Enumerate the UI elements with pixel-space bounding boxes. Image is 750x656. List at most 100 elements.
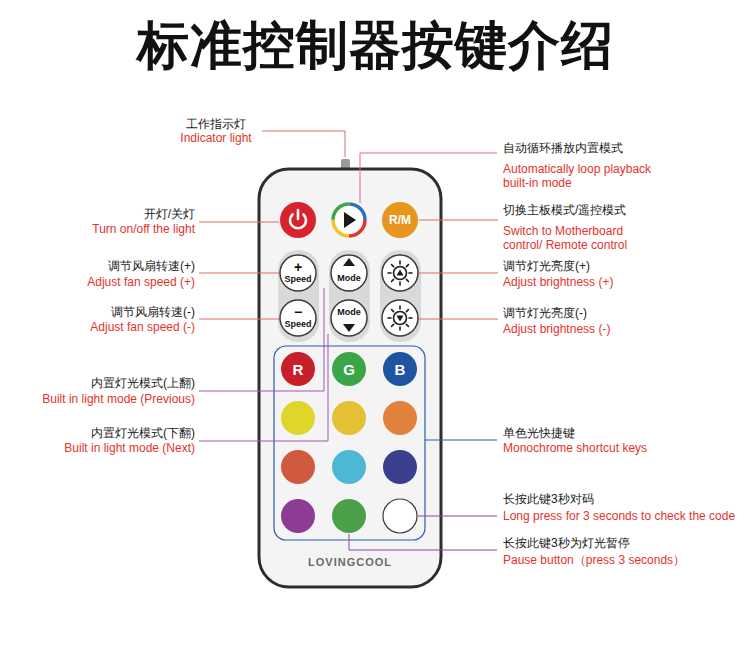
button-text: G	[343, 361, 355, 378]
leader-line	[419, 220, 498, 221]
sun-icon	[394, 312, 407, 325]
brightness-button	[382, 255, 418, 291]
callout-chinese: 内置灯光模式(下翻)	[91, 426, 195, 440]
remote-button: G	[330, 350, 368, 388]
callout-chinese: 自动循环播放内置模式	[503, 141, 623, 155]
sun-icon	[397, 270, 404, 276]
play-ring	[333, 204, 365, 236]
leader-line	[199, 288, 324, 391]
button-text: +	[294, 261, 302, 274]
mode-down-icon	[343, 324, 355, 332]
callout-chinese: 调节灯光亮度(+)	[503, 259, 590, 273]
button-text: R	[293, 361, 304, 378]
callout-chinese: 长按此键3秒为灯光暂停	[503, 536, 630, 550]
remote-body: LOVINGCOOLR/M+SpeedMode−SpeedModeRGB	[258, 168, 442, 588]
callout-english: Pause button（press 3 seconds）	[503, 553, 685, 567]
leader-line	[199, 222, 279, 223]
color-button	[332, 499, 366, 533]
color-button	[332, 450, 366, 484]
leader-line	[199, 334, 328, 441]
leader-line	[419, 319, 498, 320]
callout-english: Adjust brightness (+)	[503, 275, 613, 289]
callout-chinese: 工作指示灯	[186, 117, 246, 131]
callout-english: Switch to Motherboard control/ Remote co…	[503, 224, 648, 252]
sun-icon	[397, 316, 404, 322]
sun-icon	[388, 306, 412, 330]
leader-line	[349, 534, 497, 550]
button-text: Speed	[284, 319, 311, 330]
callout-english: Automatically loop playback built-in mod…	[503, 162, 678, 190]
leader-line	[419, 273, 498, 274]
page-title: 标准控制器按键介绍	[0, 14, 750, 76]
play-icon	[344, 212, 356, 228]
rm-button	[382, 202, 418, 238]
play-button	[331, 202, 367, 238]
callout-chinese: 长按此键3秒对码	[503, 492, 594, 506]
button-text: Speed	[284, 274, 311, 285]
leader-line	[418, 516, 497, 517]
remote-button: R/M	[381, 201, 419, 239]
color-button	[383, 352, 417, 386]
color-group-outline	[274, 346, 425, 540]
callout-english: Adjust brightness (-)	[503, 322, 610, 336]
leader-line	[425, 440, 497, 441]
color-button	[281, 401, 315, 435]
leader-line	[199, 273, 279, 274]
speed-button	[280, 300, 316, 336]
speed-button	[280, 255, 316, 291]
color-button	[383, 450, 417, 484]
remote-button: Mode	[330, 254, 368, 292]
remote-button: B	[381, 350, 419, 388]
mode-button	[331, 255, 367, 291]
callout-chinese: 调节灯光亮度(-)	[503, 306, 587, 320]
button-text: −	[294, 306, 302, 319]
remote-housing	[259, 169, 441, 587]
button-track	[278, 250, 319, 342]
remote-button: −Speed	[279, 299, 317, 337]
play-ring	[333, 204, 365, 236]
leader-lines	[199, 131, 498, 550]
callout-english: Adjust fan speed (-)	[90, 320, 195, 334]
button-text: Mode	[337, 273, 361, 284]
color-button	[332, 401, 366, 435]
color-button	[281, 352, 315, 386]
callout-chinese: 开灯/关灯	[144, 207, 195, 221]
callout-chinese: 调节风扇转速(-)	[111, 305, 195, 319]
button-track	[380, 250, 421, 342]
color-button	[383, 401, 417, 435]
remote-button: R	[279, 350, 317, 388]
callout-chinese: 单色光快捷键	[503, 426, 575, 440]
sun-icon	[388, 261, 412, 285]
leader-line	[262, 131, 345, 157]
color-button	[281, 450, 315, 484]
callout-english: Adjust fan speed (+)	[87, 275, 195, 289]
power-button	[280, 202, 316, 238]
callout-chinese: 内置灯光模式(上翻)	[91, 376, 195, 390]
mode-button	[331, 300, 367, 336]
brand-name: LOVINGCOOL	[258, 556, 442, 568]
callout-chinese: 调节风扇转速(+)	[108, 259, 195, 273]
callout-chinese: 切换主板模式/遥控模式	[503, 203, 626, 217]
color-button	[332, 352, 366, 386]
callout-english: Built in light mode (Previous)	[42, 392, 195, 406]
button-text: Mode	[337, 307, 361, 318]
leader-line	[199, 319, 279, 320]
callout-english: Indicator light	[180, 131, 251, 145]
power-icon	[297, 210, 300, 219]
remote-button: +Speed	[279, 254, 317, 292]
button-track	[329, 250, 370, 342]
play-ring	[333, 204, 365, 236]
callout-english: Turn on/off the light	[92, 222, 195, 236]
button-text: B	[395, 361, 406, 378]
callout-english: Built in light mode (Next)	[64, 441, 195, 455]
play-ring	[333, 204, 365, 236]
leader-line	[360, 153, 497, 203]
color-button	[383, 499, 417, 533]
button-text: R/M	[389, 213, 411, 227]
remote-button: Mode	[330, 299, 368, 337]
callout-english: Monochrome shortcut keys	[503, 441, 647, 455]
mode-up-icon	[343, 258, 355, 266]
color-button	[281, 499, 315, 533]
sun-icon	[394, 267, 407, 280]
